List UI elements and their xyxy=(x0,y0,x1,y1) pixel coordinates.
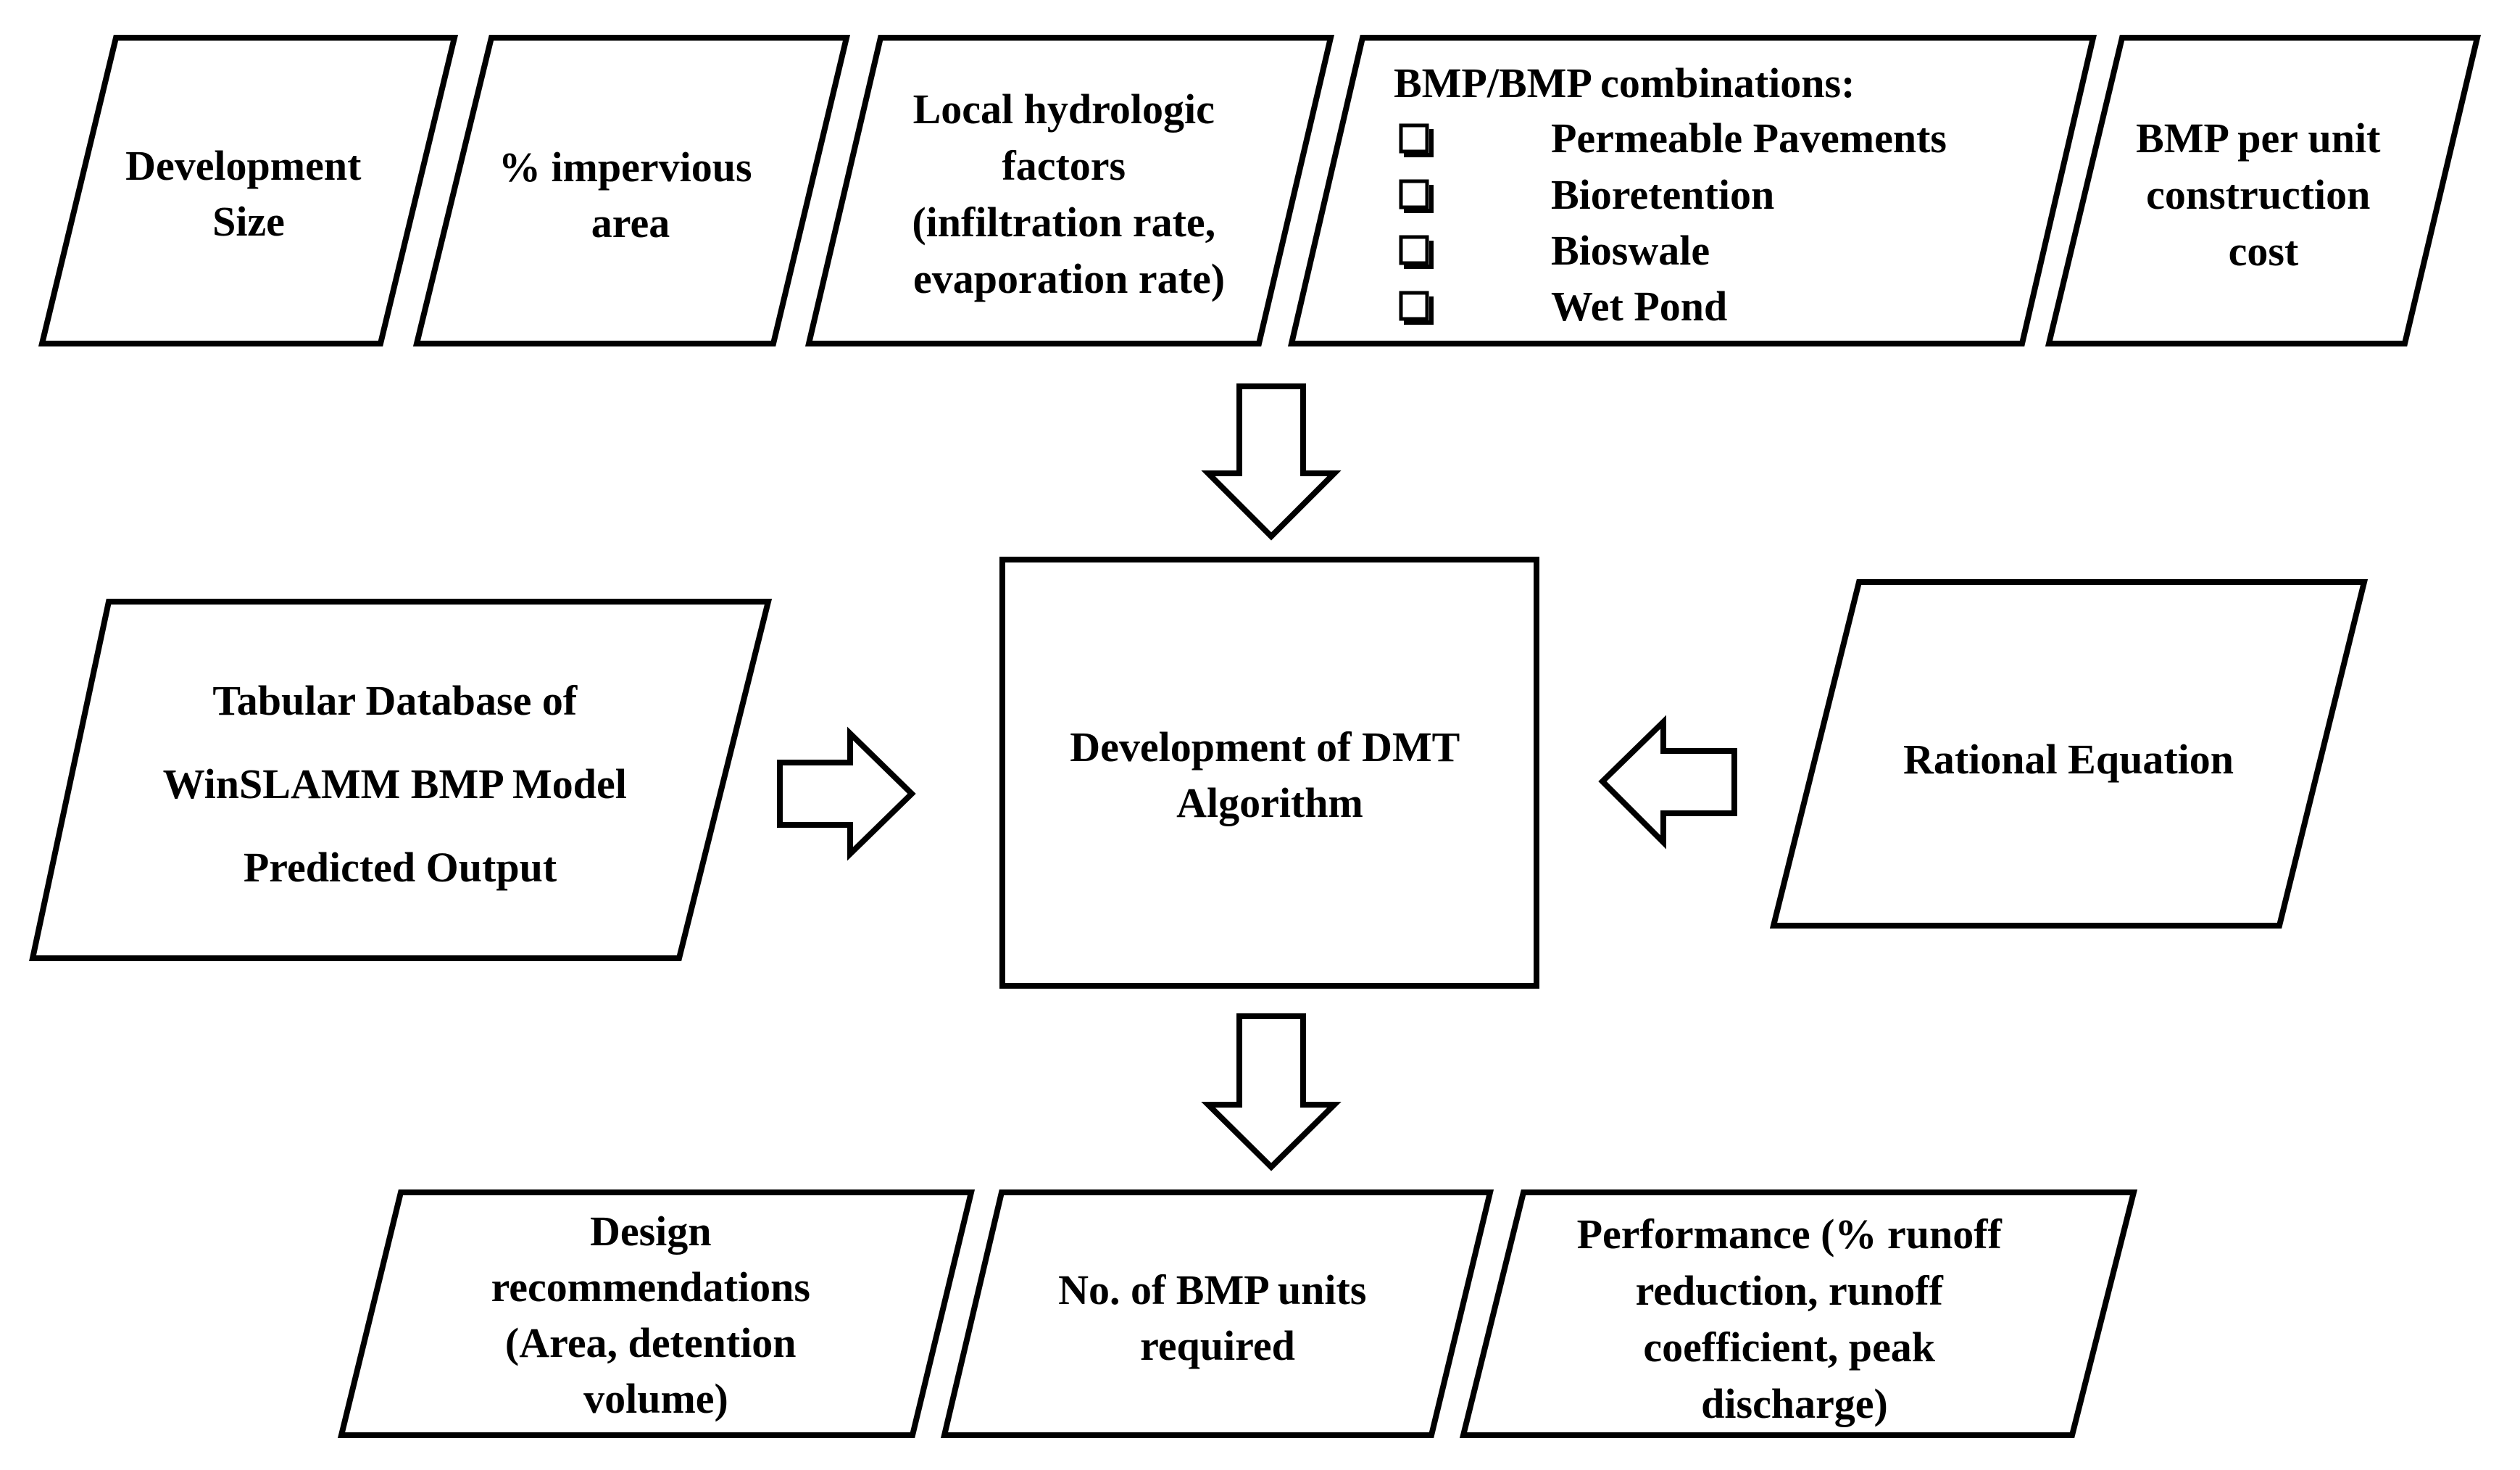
svg-text:No. of BMP units require: No. of BMP units required xyxy=(1058,1266,1377,1369)
input-bmp-construction-cost: BMP per unit construction cost xyxy=(2045,35,2482,346)
bmp-item-bioretention: Bioretention xyxy=(1551,171,1774,218)
input-local-hydrologic-factors: Local hydrologic factors (infiltration r… xyxy=(804,35,1335,346)
input-rational-equation: Rational Equation xyxy=(1769,579,2369,929)
input-tabular-database: Tabular Database of WinSLAMM BMP Model P… xyxy=(29,599,773,961)
checkbox-icon xyxy=(1399,291,1434,325)
checkbox-icon xyxy=(1399,179,1434,213)
arrow-down-icon xyxy=(1201,383,1342,541)
checkbox-icon xyxy=(1399,123,1434,157)
input-development-size: Development Size xyxy=(38,35,459,346)
output-design-recommendations: Design recommendations (Area, detention … xyxy=(337,1189,976,1438)
svg-text:% impervious area: % impervious area xyxy=(499,144,762,246)
process-dmt-algorithm: Development of DMT Algorithm xyxy=(999,557,1539,989)
svg-text:BMP per unit constructio: BMP per unit construction cost xyxy=(2136,115,2391,275)
bmp-item-permeable-pavements: Permeable Pavements xyxy=(1551,115,1947,162)
bmp-item-wet-pond: Wet Pond xyxy=(1551,283,1727,330)
output-performance: Performance (% runoff reduction, runoff … xyxy=(1459,1189,2138,1438)
svg-text:Performance (% runoff re: Performance (% runoff reduction, runoff … xyxy=(1577,1211,2013,1427)
svg-text:Local hydrologic factors: Local hydrologic factors (infiltration r… xyxy=(912,86,1226,302)
svg-text:Design recommendations: Design recommendations (Area, detention … xyxy=(491,1208,821,1422)
svg-text:Development Size: Development Size xyxy=(125,142,372,245)
input-impervious-area: % impervious area xyxy=(412,35,851,346)
bmp-combinations-title: BMP/BMP combinations: xyxy=(1394,59,1855,107)
svg-text:Development of DMT Algor: Development of DMT Algorithm xyxy=(1070,723,1469,826)
input-bmp-combinations: BMP/BMP combinations: Permeable Pavement… xyxy=(1287,35,2097,346)
arrow-down-icon xyxy=(1201,1013,1342,1171)
bmp-item-bioswale: Bioswale xyxy=(1551,227,1710,274)
arrow-right-icon xyxy=(777,726,916,861)
svg-text:Rational Equation: Rational Equation xyxy=(1903,736,2234,783)
output-bmp-units-required: No. of BMP units required xyxy=(940,1189,1494,1438)
checkbox-icon xyxy=(1399,235,1434,269)
arrow-left-icon xyxy=(1598,715,1737,850)
svg-text:Tabular Database of WinS: Tabular Database of WinSLAMM BMP Model P… xyxy=(163,677,638,891)
